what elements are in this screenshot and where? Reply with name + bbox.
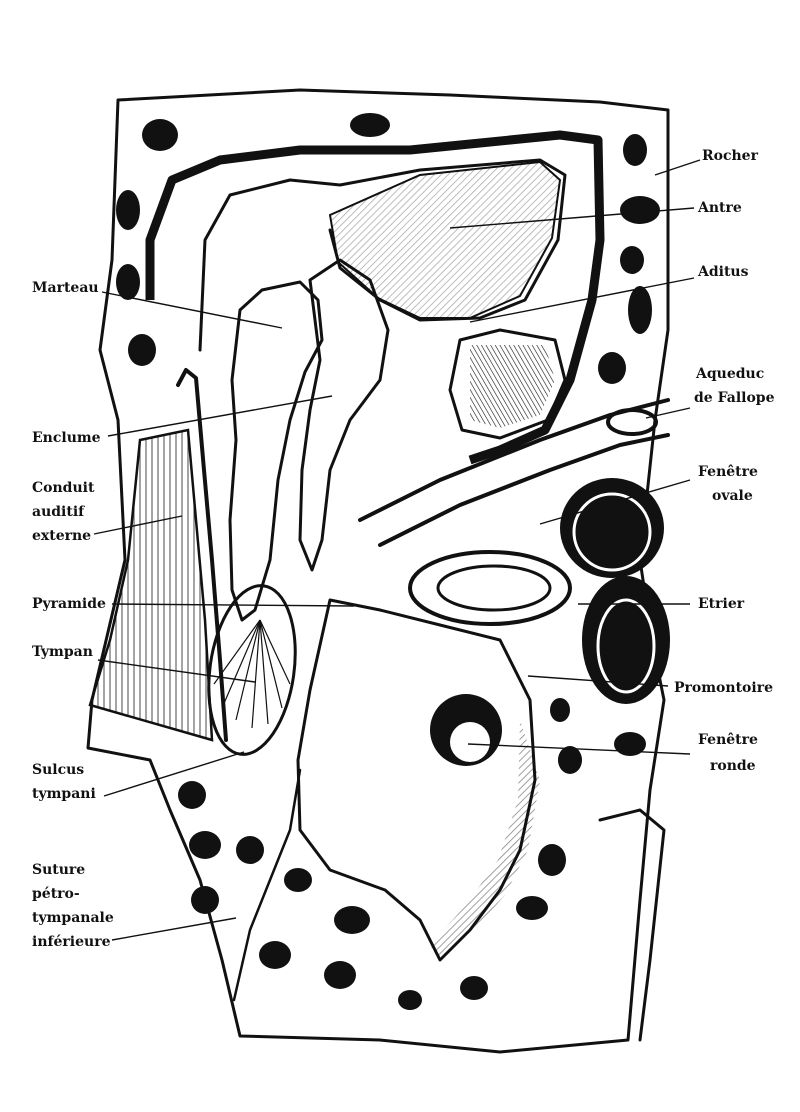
cell [350, 113, 390, 137]
cell [324, 961, 356, 989]
leader-lines [93, 159, 701, 941]
cell [128, 334, 156, 366]
label-sulcus-2: tympani [32, 786, 96, 802]
marteau-shape [228, 280, 324, 622]
leader-conduit [93, 515, 183, 535]
cell [189, 831, 221, 859]
label-fenetre-ronde-2: ronde [710, 758, 756, 774]
label-conduit-2: auditif [32, 504, 85, 520]
label-aditus: Aditus [697, 264, 749, 280]
label-enclume: Enclume [32, 430, 101, 446]
cell [623, 134, 647, 166]
leader-sulcus [103, 751, 245, 797]
cell [334, 906, 370, 934]
cell [259, 941, 291, 969]
label-conduit-1: Conduit [32, 480, 95, 496]
cell [628, 286, 652, 334]
labels: Rocher Antre Aditus Marteau Aqueduc de F… [32, 148, 775, 950]
etrier-inner [436, 564, 552, 612]
label-etrier: Etrier [698, 596, 745, 612]
aditus-shading [470, 345, 555, 428]
leader-pyramide [111, 603, 355, 607]
tympan-rays [213, 619, 291, 729]
leader-rocher [654, 159, 701, 176]
label-suture-3: tympanale [32, 910, 114, 926]
tympan-shape [207, 584, 297, 756]
cell [460, 976, 488, 1000]
leader-aditus [469, 277, 695, 323]
label-fenetre-ovale-1: Fenêtre [698, 464, 758, 480]
hypotympanum-shadow [430, 720, 540, 965]
leader-fenetre-ronde [467, 743, 691, 755]
aqueduc-section [606, 408, 658, 436]
cell [558, 746, 582, 774]
aditus-passage [448, 328, 567, 440]
label-fenetre-ronde-1: Fenêtre [698, 732, 758, 748]
antre-cavity [145, 130, 605, 465]
conduit-auditif [88, 428, 214, 742]
cell [398, 990, 422, 1010]
label-conduit-3: externe [32, 528, 91, 544]
label-rocher: Rocher [702, 148, 759, 164]
label-suture-4: inférieure [32, 934, 111, 950]
cell [178, 781, 206, 809]
cell [116, 264, 140, 300]
etrier-shape [408, 550, 572, 626]
label-tympan: Tympan [32, 644, 93, 660]
leader-aqueduc [645, 407, 691, 419]
lower-right-bulge [598, 808, 666, 1042]
label-promontoire: Promontoire [674, 680, 773, 696]
conduit-wall [176, 368, 228, 742]
antre-shading [328, 160, 562, 319]
label-marteau: Marteau [32, 280, 99, 296]
cell [598, 352, 626, 384]
leader-promontoire [527, 675, 669, 687]
label-pyramide: Pyramide [32, 596, 106, 612]
mastoid-cells [116, 113, 660, 1010]
fenetre-ronde-inner [450, 722, 490, 762]
leader-antre [449, 207, 695, 229]
illustration [86, 88, 670, 1054]
leader-marteau [101, 291, 283, 329]
petrous-bone-outline [86, 88, 670, 1054]
leader-suture [111, 917, 237, 941]
label-fenetre-ovale-2: ovale [712, 488, 753, 504]
cell [614, 732, 646, 756]
antre-inner [198, 158, 567, 352]
hypotympanum [296, 598, 537, 962]
promontoire-inner [596, 598, 656, 694]
cell [236, 836, 264, 864]
cell [620, 196, 660, 224]
enclume-shape [298, 258, 390, 572]
label-suture-2: pétro- [32, 886, 80, 902]
cell [550, 698, 570, 722]
label-aqueduc-2: de Fallope [694, 390, 775, 406]
label-aqueduc-1: Aqueduc [695, 366, 764, 382]
cell [516, 896, 548, 920]
suture-line [232, 768, 302, 1002]
label-antre: Antre [697, 200, 742, 216]
label-suture-1: Suture [32, 862, 85, 878]
cell [116, 190, 140, 230]
leader-tympan [97, 659, 256, 683]
fenetre-ovale-inner [572, 492, 652, 572]
leader-enclume [107, 395, 333, 437]
cell [538, 844, 566, 876]
leader-fenetre-ovale [539, 479, 691, 525]
aqueduc-canal-2 [378, 433, 670, 547]
cell [284, 868, 312, 892]
label-sulcus-1: Sulcus [32, 762, 84, 778]
cell [620, 246, 644, 274]
cell [191, 886, 219, 914]
cell [142, 119, 178, 151]
